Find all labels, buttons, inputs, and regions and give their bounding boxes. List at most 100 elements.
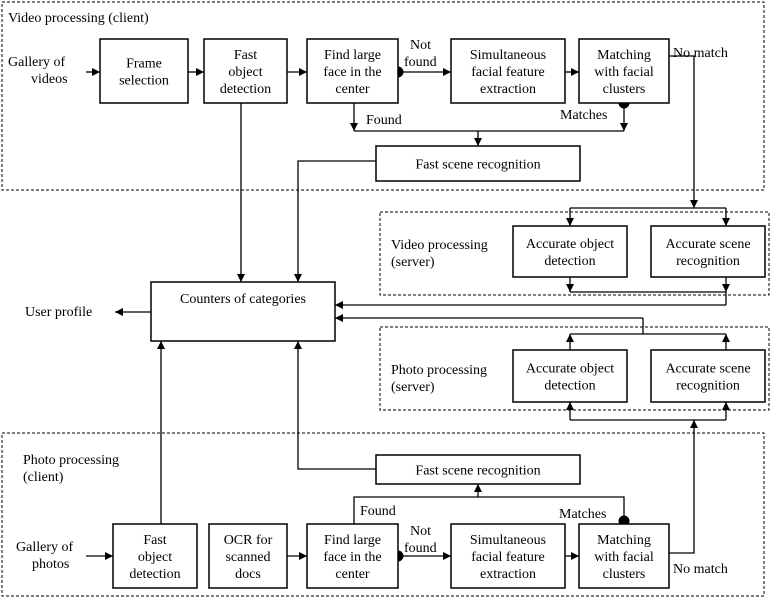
node-label-line: object (228, 65, 262, 80)
node-label-line: face in the (323, 65, 381, 80)
node-label-line: with facial (594, 550, 654, 565)
region-label-photo-server: Photo processing (server) (391, 363, 491, 395)
node-label-line: Accurate scene (665, 237, 750, 252)
node-label-v-fast-object: Fast object detection (220, 48, 271, 97)
node-ps-accurate-scene (650, 349, 766, 403)
node-label-p-fast-object: Fast object detection (129, 533, 180, 582)
node-label-line: Simultaneous (470, 533, 546, 548)
edge-label-v-found: Found (366, 113, 402, 128)
edge-label-p-no-match: No match (673, 562, 728, 577)
region-label-photo-client: Photo processing (client) (23, 453, 123, 485)
node-label-line: center (335, 567, 370, 582)
edge-label-p-matches: Matches (559, 507, 606, 522)
region-label-video-server: Video processing (server) (391, 238, 491, 270)
node-label-v-find-face: Find large face in the center (323, 48, 381, 97)
decision-dots (392, 66, 630, 562)
label-gallery-photos: Gallery of photos (16, 540, 77, 572)
edge-p-fastscene-to-counters (294, 341, 376, 470)
node-counters (150, 281, 336, 342)
edge-label-v-no-match: No match (673, 46, 728, 61)
edge-fastscene-to-counters (294, 160, 376, 282)
node-label-line: clusters (603, 82, 646, 97)
node-p-find-face (306, 523, 399, 589)
node-label-line: recognition (676, 254, 740, 269)
node-v-find-face (306, 38, 399, 104)
node-v-simultaneous (450, 38, 566, 104)
node-label-line: detection (220, 82, 271, 97)
node-frame-selection (99, 38, 189, 104)
edge-label-v-matches: Matches (560, 108, 607, 123)
node-label-line: Accurate scene (665, 362, 750, 377)
node-label-line: Find large (324, 48, 381, 63)
node-v-matching (578, 38, 670, 104)
node-label-line: detection (129, 567, 180, 582)
node-label-frame-selection: Frame selection (119, 57, 169, 89)
node-label-line: detection (544, 254, 595, 269)
node-label-line: Simultaneous (470, 48, 546, 63)
node-label-line: face in the (323, 550, 381, 565)
region-photo-server (379, 326, 770, 411)
node-ps-accurate-object (512, 349, 628, 403)
node-label-counters: Counters of categories (180, 292, 306, 307)
region-label-video-client: Video processing (client) (8, 11, 149, 26)
node-label-p-find-face: Find large face in the center (323, 533, 381, 582)
node-p-matching (578, 523, 670, 589)
node-p-fast-object (112, 523, 198, 589)
nodes (99, 38, 766, 589)
node-label-p-matching: Matching with facial clusters (594, 533, 654, 582)
node-ocr (208, 523, 288, 589)
node-label-line: scanned (225, 550, 270, 565)
region-video-client (1, 1, 765, 191)
node-label-line: Fast (234, 48, 257, 63)
node-label-line: center (335, 82, 370, 97)
node-label-vs-accurate-scene: Accurate scene recognition (665, 237, 750, 269)
node-label-line: Matching (597, 48, 651, 63)
node-p-simultaneous (450, 523, 566, 589)
node-labels: Frame selection Fast object detection Find … (119, 48, 750, 582)
node-label-line: Fast (143, 533, 166, 548)
node-vs-accurate-object (512, 225, 628, 278)
region-labels: Video processing (client) Video processi… (8, 11, 491, 485)
edge-p-findface-found (353, 496, 625, 524)
node-v-fast-object (203, 38, 288, 104)
node-label-line: with facial (594, 65, 654, 80)
node-label-v-fast-scene: Fast scene recognition (415, 158, 540, 173)
node-label-line: Accurate object (526, 362, 614, 377)
node-label-line: OCR for (224, 533, 273, 548)
edge-merge-to-fastscene (354, 130, 624, 146)
node-label-line: Find large (324, 533, 381, 548)
node-label-p-fast-scene: Fast scene recognition (415, 464, 540, 479)
node-label-line: Fast scene recognition (415, 158, 540, 173)
io-labels: Gallery of videos Gallery of photos User… (8, 55, 92, 572)
node-label-line: docs (235, 567, 261, 582)
node-label-ps-accurate-scene: Accurate scene recognition (665, 362, 750, 394)
node-p-fast-scene (375, 454, 581, 485)
edge-p-nomatch-to-server (669, 420, 698, 554)
label-gallery-videos: Gallery of videos (8, 55, 69, 87)
node-label-line: object (138, 550, 172, 565)
node-label-ocr: OCR for scanned docs (224, 533, 273, 582)
edge-merge-video-server (570, 291, 727, 305)
label-user-profile: User profile (25, 305, 92, 320)
edge-label-v-not-found: Not found (404, 38, 437, 70)
node-label-line: facial feature (471, 65, 544, 80)
node-label-line: recognition (676, 379, 740, 394)
region-photo-client (1, 432, 765, 597)
node-label-line: Matching (597, 533, 651, 548)
edge-label-p-found: Found (360, 504, 396, 519)
node-label-line: extraction (480, 567, 536, 582)
region-video-server (379, 211, 770, 296)
node-label-line: selection (119, 74, 169, 89)
node-label-line: extraction (480, 82, 536, 97)
edge-nomatch-to-server (669, 55, 698, 208)
node-v-fast-scene (375, 145, 581, 182)
node-label-line: Frame (126, 57, 162, 72)
node-label-line: clusters (603, 567, 646, 582)
node-label-v-matching: Matching with facial clusters (594, 48, 654, 97)
node-label-v-simultaneous: Simultaneous facial feature extraction (470, 48, 546, 97)
node-label-line: Fast scene recognition (415, 464, 540, 479)
